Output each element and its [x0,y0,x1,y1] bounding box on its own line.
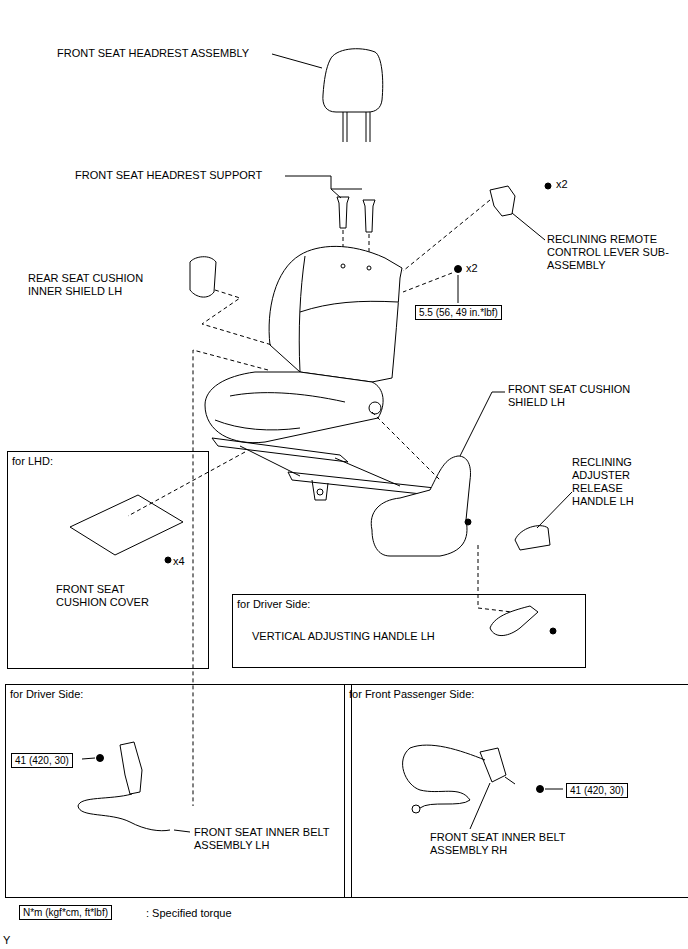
figure-code: Y [3,934,10,947]
quantity: x2 [556,178,568,191]
box-text: 41 (420, 30) [570,784,624,797]
part-name: FRONT SEAT HEADREST SUPPORT [75,169,262,182]
part-name: FRONT SEAT INNER BELT ASSEMBLY LH [194,826,334,852]
part-name: FRONT SEAT CUSHION SHIELD LH [508,383,654,409]
torque-box: 5.5 (56, 49 in.*lbf) [415,305,502,320]
part-name: FRONT SEAT CUSHION COVER [56,583,164,609]
part-name: VERTICAL ADJUSTING HANDLE LH [252,630,435,643]
torque-box: 41 (420, 30) [11,753,73,768]
panel-title: for Front Passenger Side: [345,685,688,701]
part-name: FRONT SEAT INNER BELT ASSEMBLY RH [430,831,570,857]
torque-box: 41 (420, 30) [566,783,628,798]
part-name: FRONT SEAT HEADREST ASSEMBLY [57,47,249,60]
panel-title: for Driver Side: [6,685,351,701]
legend-box: N*m (kgf*cm, ft*lbf) [19,905,112,920]
box-text: 41 (420, 30) [15,754,69,767]
quantity: x4 [173,555,185,568]
box-text: N*m (kgf*cm, ft*lbf) [23,906,108,919]
variant-panel: for Driver Side: 41 (420, 30) [5,684,352,898]
part-name: RECLINING REMOTE CONTROL LEVER SUB-ASSEM… [547,233,683,272]
legend-text: : Specified torque [146,907,232,920]
quantity: x2 [466,262,478,275]
variant-panel: for Front Passenger Side: 41 (420, 30) [344,684,688,898]
panel-title: for Driver Side: [233,595,585,611]
box-text: 5.5 (56, 49 in.*lbf) [419,306,498,319]
panel-title: for LHD: [8,452,208,468]
part-name: RECLINING ADJUSTER RELEASE HANDLE LH [572,456,660,508]
part-name: REAR SEAT CUSHION INNER SHIELD LH [28,272,163,298]
